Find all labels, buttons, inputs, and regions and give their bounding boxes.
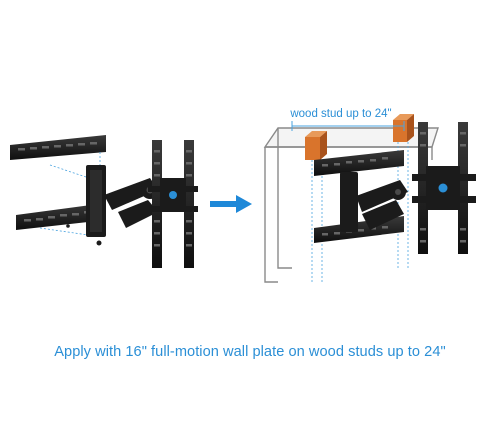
mount-installed (263, 114, 476, 283)
wall-plate-rail-top (10, 135, 106, 160)
small-wall-plate (86, 165, 106, 237)
installed-rail-top (314, 150, 404, 176)
stud-span-indicator (291, 121, 405, 131)
mount-unassembled (10, 135, 198, 268)
right-arrow-icon (210, 195, 252, 213)
installed-arm (340, 172, 408, 232)
tv-bracket-cross (148, 178, 198, 212)
caption-text: Apply with 16" full-motion wall plate on… (54, 344, 446, 360)
tv-bracket-right (184, 140, 194, 268)
tv-bracket-left (152, 140, 162, 268)
installed-tv-bracket (412, 122, 476, 254)
articulating-arm (104, 178, 159, 228)
stud-span-label: wood stud up to 24" (290, 108, 392, 120)
wood-stud-left (305, 131, 327, 160)
screws (66, 224, 102, 246)
